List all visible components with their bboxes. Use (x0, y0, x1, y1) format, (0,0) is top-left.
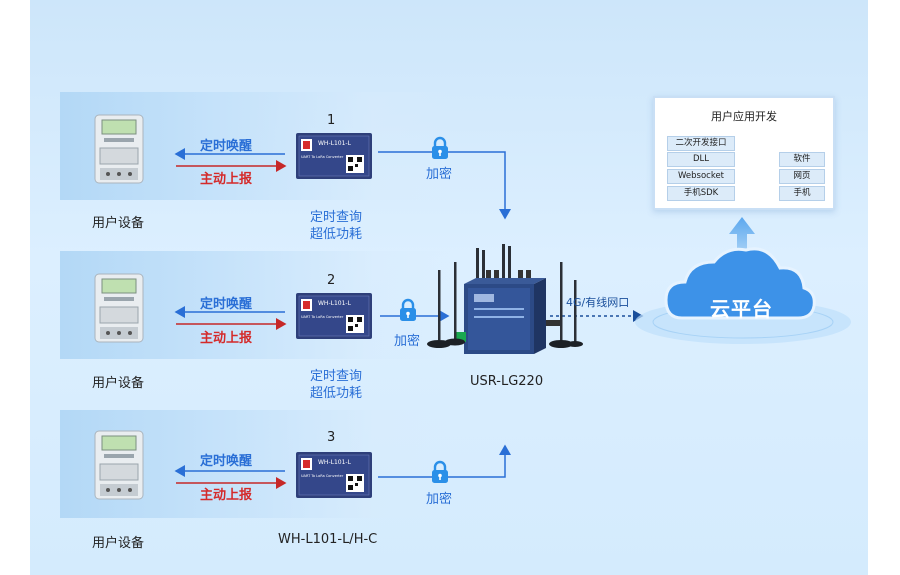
cloud-up-arrow (729, 217, 755, 260)
network-label: 4G/有线网口 (566, 296, 630, 309)
feature-line-2b: 超低功耗 (309, 386, 362, 401)
link-line-1 (378, 151, 511, 220)
feature-text-2: 定时查询 超低功耗 (298, 368, 374, 402)
feature-line-1a: 定时查询 (309, 210, 362, 225)
module-text-2: WH-L101-L (318, 300, 351, 307)
feature-text-1: 定时查询 超低功耗 (298, 209, 374, 243)
dev-panel-title: 用户应用开发 (711, 110, 777, 123)
lock-icon (398, 298, 418, 326)
report-label-1: 主动上报 (200, 172, 253, 187)
gateway-icon (424, 240, 584, 369)
feature-line-2a: 定时查询 (309, 369, 362, 384)
meter-icon (94, 430, 144, 500)
dev-panel: 用户应用开发 二次开发接口 DLL Websocket 手机SDK 软件 网页 … (653, 96, 835, 210)
device-label-3: 用户设备 (92, 536, 145, 551)
lora-module-icon: WH-L101-L UART To LoRa Converter (296, 133, 372, 179)
left-item-dll: DLL (667, 152, 735, 167)
module-number-3: 3 (327, 430, 336, 445)
module-subtext-3: UART To LoRa Converter (301, 474, 344, 478)
right-item-phone: 手机 (779, 186, 825, 201)
wake-label-3: 定时唤醒 (200, 454, 253, 469)
module-number-1: 1 (327, 113, 336, 128)
report-label-3: 主动上报 (200, 488, 253, 503)
module-text-3: WH-L101-L (318, 459, 351, 466)
lock-label-3: 加密 (426, 492, 453, 507)
module-model-label: WH-L101-L/H-C (278, 532, 378, 547)
right-item-web: 网页 (779, 169, 825, 184)
lock-icon (430, 460, 450, 488)
module-number-2: 2 (327, 273, 336, 288)
cloud-label: 云平台 (710, 297, 773, 321)
link-line-3 (378, 444, 511, 478)
interface-box: 二次开发接口 (667, 136, 735, 151)
meter-icon (94, 273, 144, 343)
lora-module-icon: WH-L101-L UART To LoRa Converter (296, 293, 372, 339)
report-label-2: 主动上报 (200, 331, 253, 346)
cloud-icon (664, 247, 816, 320)
feature-line-1b: 超低功耗 (309, 227, 362, 242)
module-subtext-2: UART To LoRa Converter (301, 315, 344, 319)
gateway-label: USR-LG220 (470, 374, 544, 389)
module-subtext-1: UART To LoRa Converter (301, 155, 344, 159)
module-text-1: WH-L101-L (318, 140, 351, 147)
lora-module-icon: WH-L101-L UART To LoRa Converter (296, 452, 372, 498)
lock-icon (430, 136, 450, 164)
wake-label-2: 定时唤醒 (200, 297, 253, 312)
wake-label-1: 定时唤醒 (200, 139, 253, 154)
device-label-1: 用户设备 (92, 216, 145, 231)
meter-icon (94, 114, 144, 184)
right-item-software: 软件 (779, 152, 825, 167)
device-label-2: 用户设备 (92, 376, 145, 391)
lock-label-1: 加密 (426, 167, 453, 182)
diagram-stage: 用户设备 定时唤醒 主动上报 1 WH-L101-L UART To LoRa … (30, 0, 868, 575)
left-item-sdk: 手机SDK (667, 186, 735, 201)
left-item-websocket: Websocket (667, 169, 735, 184)
lock-label-2: 加密 (394, 334, 421, 349)
connector-layer (174, 148, 851, 489)
